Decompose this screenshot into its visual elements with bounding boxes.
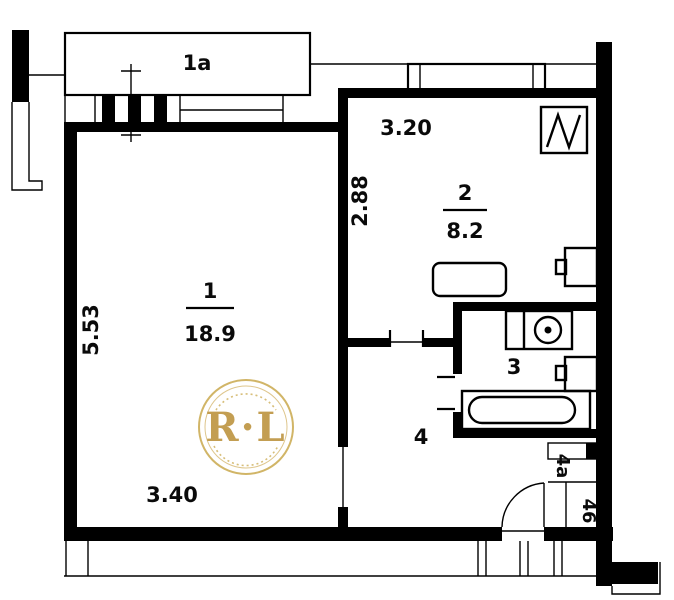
interior-walls xyxy=(338,88,453,527)
room2-dim-top: 3.20 xyxy=(380,116,432,140)
building-fragment-top-left xyxy=(11,30,65,191)
entrance-door xyxy=(501,482,545,532)
bathroom-walls xyxy=(437,302,597,438)
watermark-logo: R·L xyxy=(198,379,294,475)
balcony-label: 1a xyxy=(183,51,212,75)
room1-area: 18.9 xyxy=(184,322,236,346)
room4-number: 4 xyxy=(414,425,429,449)
room3-number: 3 xyxy=(507,355,522,379)
toilet-icon xyxy=(504,309,574,351)
stove-icon xyxy=(431,261,508,298)
kitchen-sink-icon xyxy=(539,105,589,155)
closet-area xyxy=(547,442,598,527)
room1-dim-side: 5.53 xyxy=(79,304,103,356)
room1-number: 1 xyxy=(203,279,218,303)
footing-hatch xyxy=(64,541,610,577)
window-room2 xyxy=(310,62,600,92)
bathroom-sink-icon xyxy=(554,355,599,393)
radiator-icon xyxy=(554,246,599,288)
storage-label: 46 xyxy=(578,498,599,523)
closet-label: 4a xyxy=(552,454,573,479)
bathtub-icon xyxy=(460,389,592,431)
outer-walls xyxy=(64,42,661,595)
room2-area: 8.2 xyxy=(446,219,483,243)
watermark-monogram: R·L xyxy=(205,404,286,451)
room1-dim-bottom: 3.40 xyxy=(146,483,198,507)
room2-number: 2 xyxy=(458,181,473,205)
room2-dim-side: 2.88 xyxy=(348,175,372,227)
